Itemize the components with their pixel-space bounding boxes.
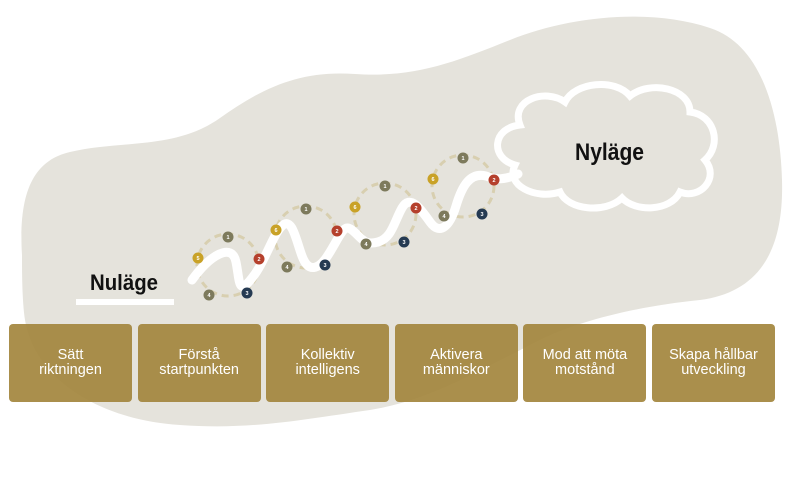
loop-marker-dot [410,202,422,214]
step-card-set-direction[interactable]: Sätt riktningen [9,324,132,402]
loop-marker-dot [349,201,361,213]
loop-marker-number: 4 [442,214,446,220]
step-label: Sätt riktningen [39,347,102,378]
loop-marker-number: 4 [285,265,289,271]
step-card-understand-start[interactable]: Förstå startpunkten [137,324,261,402]
loop-marker-number: 3 [323,263,326,269]
loop-marker-number: 1 [461,156,464,162]
loop-marker-dot [427,173,439,185]
loop-marker-number: 4 [364,242,368,248]
background-blob [21,16,783,427]
loop-marker-dot [476,208,488,220]
loop-marker-dot [241,287,253,299]
loop-marker-number: 4 [207,293,211,299]
loop-marker-dot [281,261,293,273]
loop-marker-number: 3 [402,240,405,246]
loop-marker-dot [398,236,410,248]
loop-marker-dot [253,253,265,265]
loop-marker-dot [438,210,450,222]
step-label: Aktivera människor [422,347,490,378]
step-cards: Sätt riktningen Förstå startpunkten Koll… [9,324,775,404]
loop-marker-number: 3 [480,212,483,218]
loop-marker-number: 1 [383,184,386,190]
loop-marker-dot [203,289,215,301]
step-label: Skapa hållbar utveckling [669,347,758,378]
loop-marker-number: 5 [196,256,199,262]
loop-marker-dot [360,238,372,250]
loop-marker-dot [192,252,204,264]
loop-marker-number: 2 [335,229,338,235]
step-card-collective-intelligence[interactable]: Kollektiv intelligens [266,324,390,402]
loop-marker-dot [319,259,331,271]
start-label: Nuläge [90,270,158,295]
loop-marker-dot [222,231,234,243]
loop-marker-number: 6 [431,177,434,183]
loop-marker-dot [457,152,469,164]
loop-marker-number: 6 [274,228,277,234]
loop-marker-dot [300,203,312,215]
loop-marker-number: 6 [353,205,356,211]
step-label: Mod att möta motstånd [542,347,628,378]
step-label: Förstå startpunkten [159,347,239,378]
loop-marker-number: 2 [414,206,417,212]
loop-marker-number: 3 [245,291,248,297]
step-card-activate-people[interactable]: Aktivera människor [394,324,518,402]
loop-marker-number: 1 [304,207,307,213]
loop-marker-dot [488,174,500,186]
loop-marker-number: 2 [492,178,495,184]
loop-marker-dot [379,180,391,192]
loop-marker-number: 2 [257,257,260,263]
step-label: Kollektiv intelligens [295,347,360,378]
step-card-courage-resistance[interactable]: Mod att möta motstånd [523,324,647,402]
goal-cloud [494,81,718,212]
loop-marker-dot [331,225,343,237]
loop-markers: 5 1 2 3 4 6 1 2 3 4 6 1 2 3 4 6 1 2 3 4 [192,152,500,301]
loop-marker-dot [270,224,282,236]
goal-label: Nyläge [575,139,644,166]
loop-marker-number: 1 [226,235,229,241]
step-card-sustainable-development[interactable]: Skapa hållbar utveckling [651,324,775,402]
journey-path [187,169,523,291]
